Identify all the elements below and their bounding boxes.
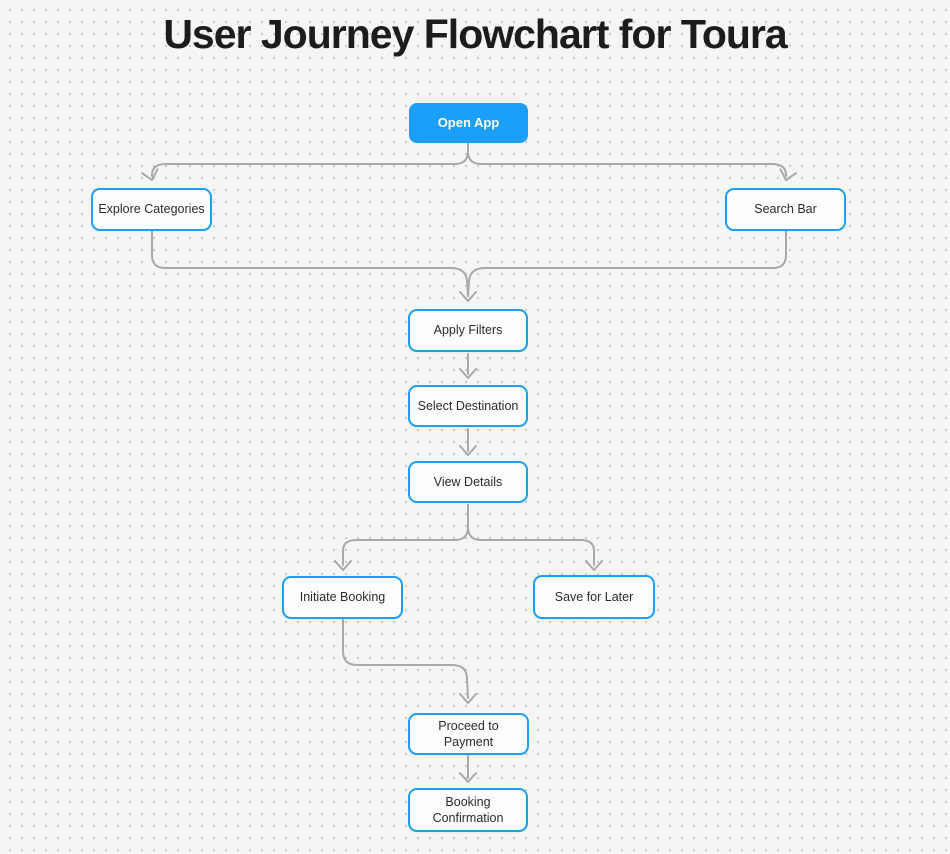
node-select-destination-label: Select Destination [417, 398, 519, 413]
node-apply-filters[interactable]: Apply Filters [408, 309, 528, 352]
edge-open-app-to-search-bar [467, 142, 797, 181]
edge-view-details-to-initiate-booking [334, 504, 469, 571]
edge-select-destination-to-view-details [459, 428, 477, 456]
node-select-destination[interactable]: Select Destination [408, 385, 528, 427]
node-apply-filters-label: Apply Filters [433, 323, 503, 338]
node-initiate-booking-label: Initiate Booking [299, 590, 386, 605]
edge-initiate-booking-to-proceed-to-payment [342, 619, 477, 704]
edge-open-app-to-explore-categories [141, 142, 469, 181]
edge-view-details-to-save-for-later [467, 504, 603, 571]
node-explore-categories-label: Explore Categories [98, 202, 205, 217]
node-open-app[interactable]: Open App [409, 103, 528, 143]
edge-search-bar-to-apply-filters [459, 230, 787, 302]
node-save-for-later-label: Save for Later [554, 589, 634, 604]
node-view-details[interactable]: View Details [408, 461, 528, 503]
node-proceed-to-payment-label: Proceed to Payment [438, 718, 499, 749]
node-save-for-later[interactable]: Save for Later [533, 575, 655, 619]
node-initiate-booking[interactable]: Initiate Booking [282, 576, 403, 619]
edge-proceed-to-payment-to-booking-confirmation [459, 755, 477, 783]
node-search-bar[interactable]: Search Bar [725, 188, 846, 231]
node-proceed-to-payment[interactable]: Proceed to Payment [408, 713, 529, 755]
node-view-details-label: View Details [433, 474, 503, 489]
edge-explore-categories-to-apply-filters [151, 230, 469, 297]
node-booking-confirmation[interactable]: Booking Confirmation [408, 788, 528, 832]
edge-apply-filters-to-select-destination [459, 353, 477, 379]
node-open-app-label: Open App [437, 114, 500, 130]
node-explore-categories[interactable]: Explore Categories [91, 188, 212, 231]
node-search-bar-label: Search Bar [754, 202, 817, 217]
page-title: User Journey Flowchart for Toura [163, 11, 787, 57]
node-booking-confirmation-label: Booking Confirmation [432, 794, 504, 825]
